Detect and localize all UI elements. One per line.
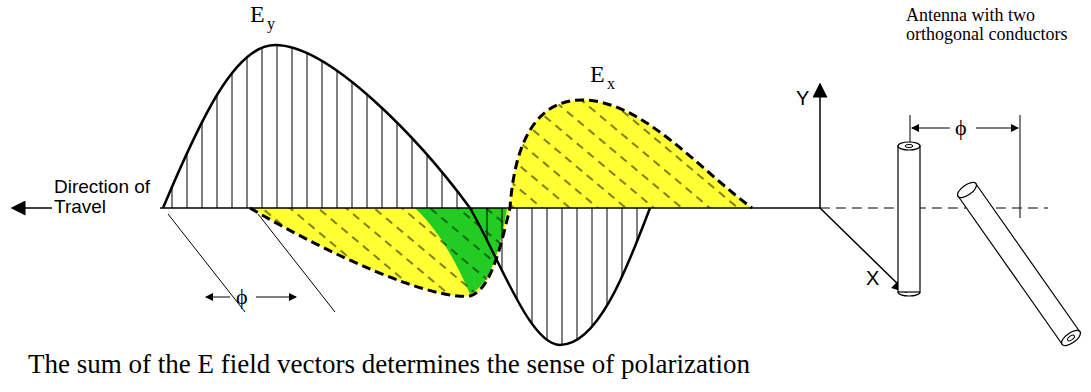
x-axis	[820, 208, 906, 292]
figure-caption: The sum of the E field vectors determine…	[28, 350, 750, 378]
antenna-note: Antenna with two orthogonal conductors	[906, 6, 1086, 44]
field-subscript: x	[607, 76, 615, 93]
direction-label: Direction of Travel	[52, 176, 160, 218]
phase-symbol: ϕ	[236, 285, 248, 308]
slanted-conductor	[955, 180, 1083, 349]
phi-extension	[168, 214, 245, 312]
field-name: E	[250, 2, 265, 27]
ex-lobe-negative	[250, 208, 510, 296]
ex-wave	[250, 100, 752, 296]
phase-symbol: ϕ	[955, 116, 967, 139]
ey-wave	[163, 45, 650, 345]
ey-hatching	[163, 45, 650, 345]
vertical-conductor	[898, 142, 920, 296]
y-axis	[819, 84, 821, 208]
field-name: E	[590, 62, 605, 87]
antenna-axis	[820, 207, 1048, 208]
axis-label: X	[866, 268, 879, 289]
field-subscript: y	[267, 16, 275, 33]
axis-label: Y	[796, 88, 809, 109]
ex-lobe-positive	[510, 100, 752, 208]
